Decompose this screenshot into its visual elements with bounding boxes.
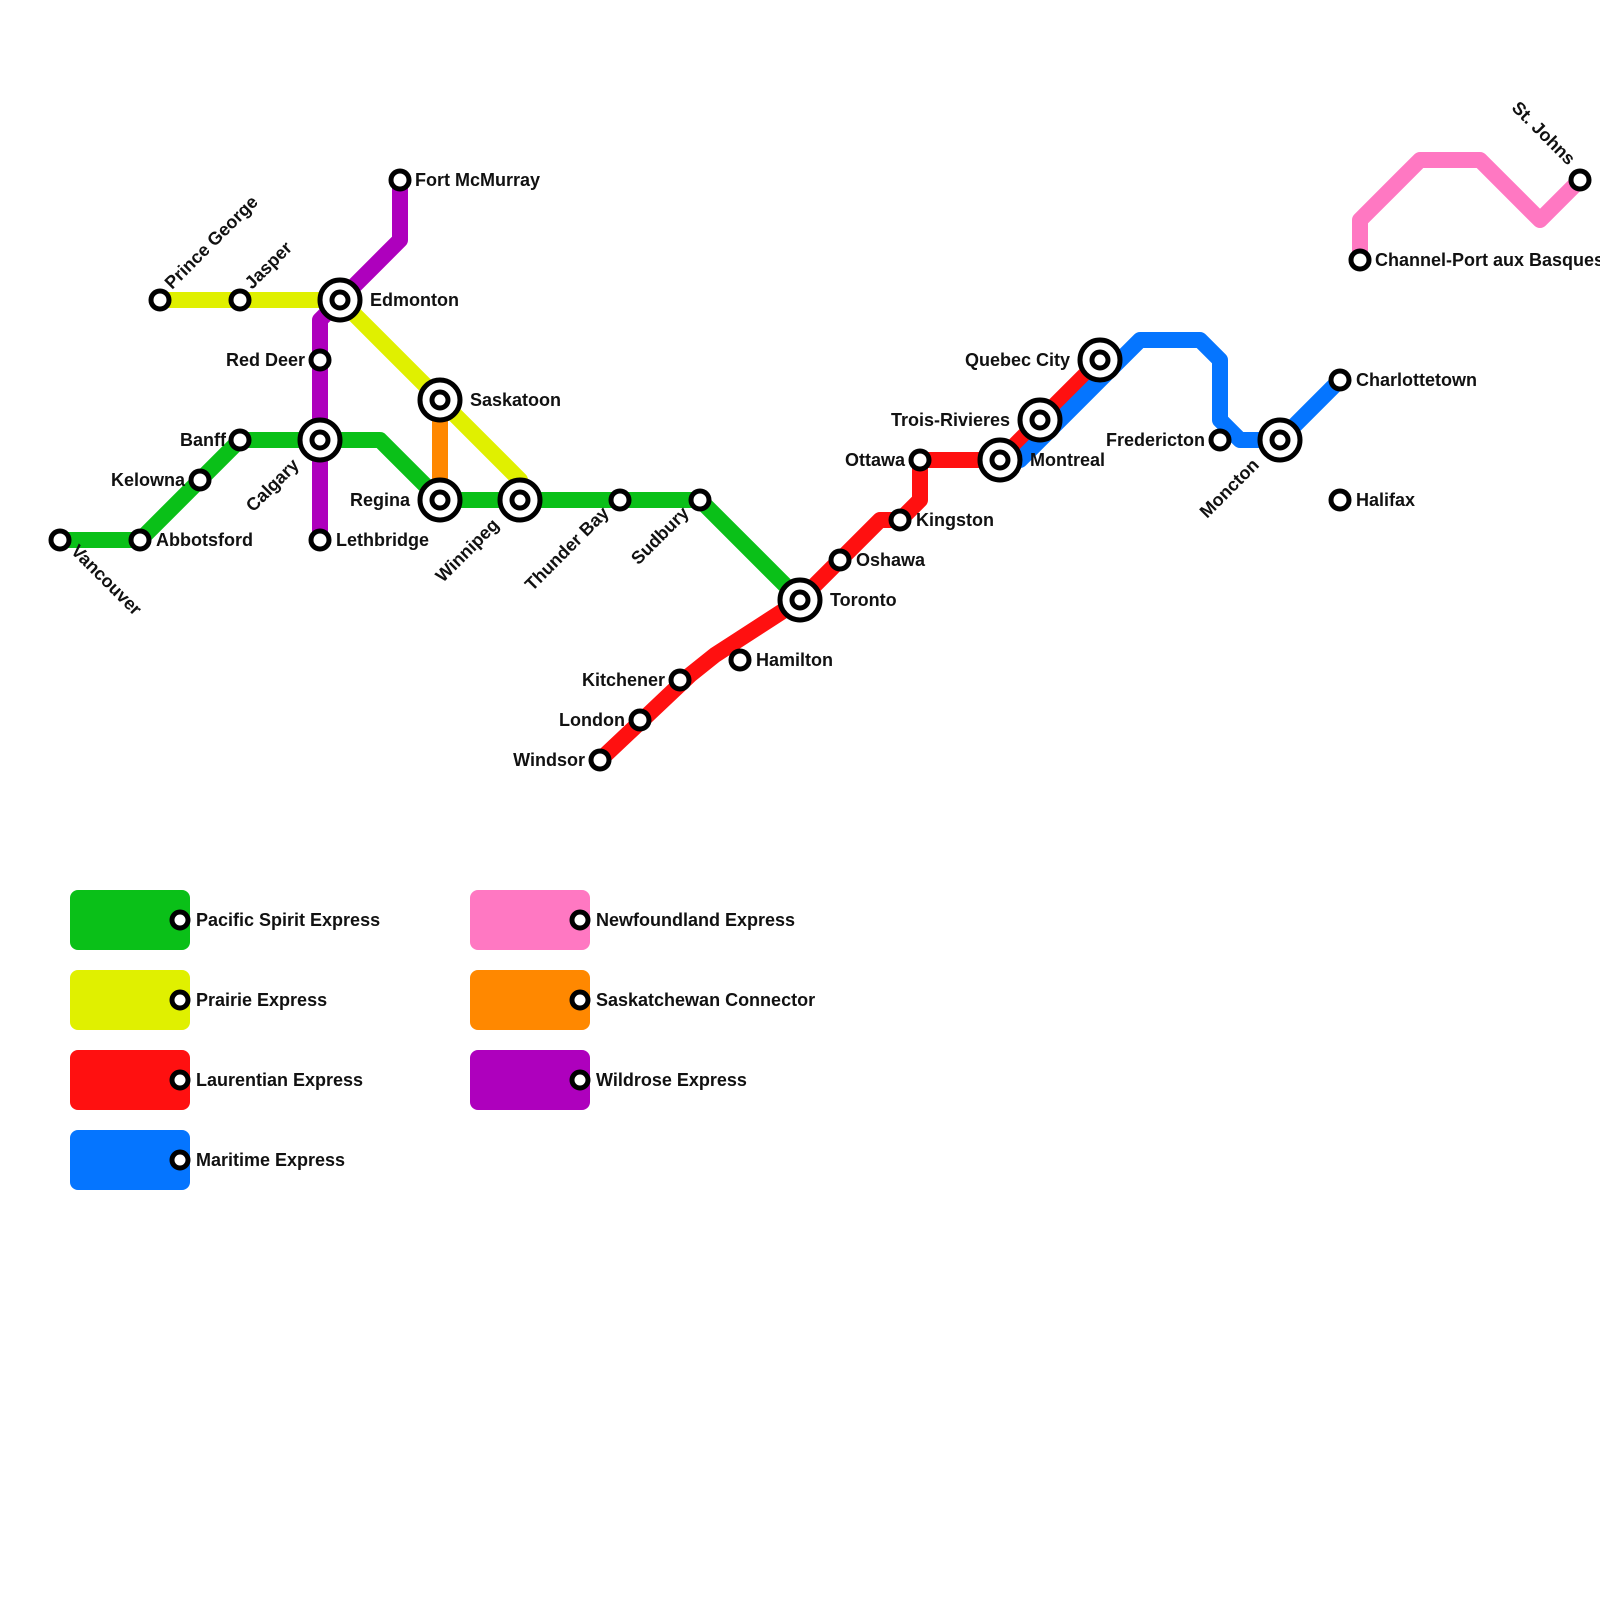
station-winnipeg[interactable] <box>497 477 543 523</box>
legend-swatch <box>70 1130 190 1190</box>
station-fort-mcmurray[interactable] <box>388 168 412 192</box>
stations <box>48 168 1592 772</box>
label-red-deer: Red Deer <box>226 350 305 370</box>
label-channel-port: Channel-Port aux Basques <box>1375 250 1600 270</box>
legend-station-icon <box>169 909 191 931</box>
label-banff: Banff <box>180 430 227 450</box>
label-kelowna: Kelowna <box>111 470 186 490</box>
line-wildrose-express <box>312 172 408 548</box>
label-ottawa: Ottawa <box>845 450 906 470</box>
label-st-johns: St. Johns <box>1508 97 1579 168</box>
station-red-deer[interactable] <box>308 348 332 372</box>
legend-label: Saskatchewan Connector <box>596 990 815 1010</box>
station-hamilton[interactable] <box>728 648 752 672</box>
legend-station-icon <box>569 909 591 931</box>
label-montreal: Montreal <box>1030 450 1105 470</box>
station-vancouver[interactable] <box>48 528 72 552</box>
line-prairie-express <box>152 292 528 488</box>
station-charlottetown[interactable] <box>1328 368 1352 392</box>
label-windsor: Windsor <box>513 750 585 770</box>
label-winnipeg: Winnipeg <box>432 515 503 586</box>
station-london[interactable] <box>628 708 652 732</box>
legend-station-icon <box>569 1069 591 1091</box>
label-trois-rivieres: Trois-Rivieres <box>891 410 1010 430</box>
label-quebec-city: Quebec City <box>965 350 1070 370</box>
label-moncton: Moncton <box>1196 455 1263 522</box>
station-jasper[interactable] <box>228 288 252 312</box>
legend-item-wildrose-express: Wildrose Express <box>470 1050 747 1110</box>
label-edmonton: Edmonton <box>370 290 459 310</box>
label-kingston: Kingston <box>916 510 994 530</box>
station-saskatoon[interactable] <box>417 377 463 423</box>
station-st-johns[interactable] <box>1568 168 1592 192</box>
station-calgary[interactable] <box>297 417 343 463</box>
station-edmonton[interactable] <box>317 277 363 323</box>
legend-swatch <box>70 970 190 1030</box>
label-fort-mcmurray: Fort McMurray <box>415 170 540 190</box>
legend-label: Laurentian Express <box>196 1070 363 1090</box>
legend-item-maritime-express: Maritime Express <box>70 1130 345 1190</box>
label-abbotsford: Abbotsford <box>156 530 253 550</box>
station-oshawa[interactable] <box>828 548 852 572</box>
legend-station-icon <box>569 989 591 1011</box>
station-ottawa[interactable] <box>908 448 932 472</box>
legend-swatch <box>470 890 590 950</box>
station-lethbridge[interactable] <box>308 528 332 552</box>
legend-station-icon <box>169 989 191 1011</box>
legend-item-saskatchewan-connector: Saskatchewan Connector <box>470 970 815 1030</box>
legend-swatch <box>70 1050 190 1110</box>
station-channel-port[interactable] <box>1348 248 1372 272</box>
legend-swatch <box>470 1050 590 1110</box>
legend-item-pacific-spirit-express: Pacific Spirit Express <box>70 890 380 950</box>
label-lethbridge: Lethbridge <box>336 530 429 550</box>
legend-item-laurentian-express: Laurentian Express <box>70 1050 363 1110</box>
legend-label: Maritime Express <box>196 1150 345 1170</box>
label-halifax: Halifax <box>1356 490 1415 510</box>
line-newfoundland-express <box>1352 152 1588 268</box>
legend-label: Prairie Express <box>196 990 327 1010</box>
label-fredericton: Fredericton <box>1106 430 1205 450</box>
legend-station-icon <box>169 1069 191 1091</box>
label-oshawa: Oshawa <box>856 550 926 570</box>
station-abbotsford[interactable] <box>128 528 152 552</box>
station-trois-rivieres[interactable] <box>1017 397 1063 443</box>
station-regina[interactable] <box>417 477 463 523</box>
label-toronto: Toronto <box>830 590 897 610</box>
station-montreal[interactable] <box>977 437 1023 483</box>
station-sudbury[interactable] <box>688 488 712 512</box>
label-sudbury: Sudbury <box>627 503 693 569</box>
label-hamilton: Hamilton <box>756 650 833 670</box>
station-windsor[interactable] <box>588 748 612 772</box>
label-saskatoon: Saskatoon <box>470 390 561 410</box>
label-kitchener: Kitchener <box>582 670 665 690</box>
station-quebec-city[interactable] <box>1077 337 1123 383</box>
label-london: London <box>559 710 625 730</box>
label-calgary: Calgary <box>242 455 303 516</box>
legend-item-prairie-express: Prairie Express <box>70 970 327 1030</box>
station-moncton[interactable] <box>1257 417 1303 463</box>
station-kitchener[interactable] <box>668 668 692 692</box>
legend: Pacific Spirit Express Prairie Express L… <box>70 890 815 1190</box>
legend-station-icon <box>169 1149 191 1171</box>
station-toronto[interactable] <box>777 577 823 623</box>
legend-label: Pacific Spirit Express <box>196 910 380 930</box>
legend-label: Newfoundland Express <box>596 910 795 930</box>
label-vancouver: Vancouver <box>67 541 146 620</box>
legend-swatch <box>470 970 590 1030</box>
station-prince-george[interactable] <box>148 288 172 312</box>
station-kingston[interactable] <box>888 508 912 532</box>
label-charlottetown: Charlottetown <box>1356 370 1477 390</box>
station-kelowna[interactable] <box>188 468 212 492</box>
station-halifax[interactable] <box>1328 488 1352 512</box>
legend-swatch <box>70 890 190 950</box>
station-banff[interactable] <box>228 428 252 452</box>
station-fredericton[interactable] <box>1208 428 1232 452</box>
legend-label: Wildrose Express <box>596 1070 747 1090</box>
label-regina: Regina <box>350 490 411 510</box>
station-thunder-bay[interactable] <box>608 488 632 512</box>
legend-item-newfoundland-express: Newfoundland Express <box>470 890 795 950</box>
label-jasper: Jasper <box>241 238 296 293</box>
